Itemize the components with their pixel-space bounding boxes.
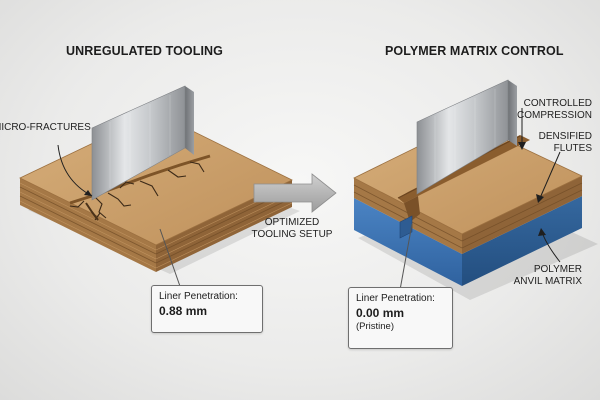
right-blade bbox=[416, 79, 517, 195]
compression-label-line-2: COMPRESSION bbox=[516, 110, 592, 121]
flutes-leader bbox=[539, 151, 561, 199]
right-composite-block bbox=[353, 121, 598, 300]
transition-label-line-1: OPTIMIZED bbox=[264, 217, 320, 228]
right-blade-side-edge bbox=[508, 80, 517, 146]
left-blade-side-edge bbox=[185, 86, 194, 155]
left-crush-groove bbox=[69, 154, 211, 205]
right-penetration-callout: Liner Penetration: 0.00 mm (Pristine) bbox=[348, 287, 453, 349]
right-cardboard-side-face bbox=[462, 176, 582, 254]
controlled-compression-label: CONTROLLED COMPRESSION bbox=[517, 98, 592, 122]
anvil-label-line-2: ANVIL MATRIX bbox=[513, 276, 582, 287]
left-callout-label: Liner Penetration: bbox=[159, 291, 238, 302]
left-penetration-callout: Liner Penetration: 0.88 mm bbox=[151, 285, 263, 333]
right-callout-value: 0.00 mm bbox=[356, 306, 405, 320]
optimized-tooling-setup-label: OPTIMIZED TOOLING SETUP bbox=[247, 217, 337, 241]
left-callout-pointer bbox=[159, 228, 183, 293]
left-callout-value: 0.88 mm bbox=[159, 304, 208, 318]
left-block-side-face bbox=[156, 180, 292, 272]
right-anvil-side-face bbox=[462, 196, 582, 286]
transition-arrow bbox=[253, 173, 337, 213]
flutes-label-line-2: FLUTES bbox=[553, 143, 592, 154]
right-arrow-icon bbox=[253, 173, 337, 213]
left-blade bbox=[91, 85, 194, 201]
right-anvil-front-face bbox=[354, 198, 462, 286]
left-panel-title: UNREGULATED TOOLING bbox=[66, 44, 223, 58]
polymer-anvil-matrix-label: POLYMER ANVIL MATRIX bbox=[514, 264, 582, 288]
right-blade-face bbox=[416, 79, 509, 195]
right-callout-note: (Pristine) bbox=[356, 321, 395, 332]
left-micro-fracture-cracks bbox=[69, 161, 205, 221]
micro-fractures-label: MICRO-FRACTURES bbox=[0, 122, 91, 133]
right-cardboard-front-face bbox=[354, 178, 462, 254]
densified-flutes-label: DENSIFIED FLUTES bbox=[539, 131, 592, 155]
right-panel-title: POLYMER MATRIX CONTROL bbox=[385, 44, 564, 58]
transition-label-line-2: TOOLING SETUP bbox=[251, 229, 333, 240]
left-block-front-face bbox=[20, 178, 156, 272]
right-callout-pointer bbox=[399, 223, 413, 291]
compression-label-line-1: CONTROLLED bbox=[523, 98, 592, 109]
anvil-label-line-1: POLYMER bbox=[533, 264, 582, 275]
right-callout-label: Liner Penetration: bbox=[356, 293, 435, 304]
left-blade-face bbox=[91, 85, 186, 201]
flutes-label-line-1: DENSIFIED bbox=[538, 131, 592, 142]
